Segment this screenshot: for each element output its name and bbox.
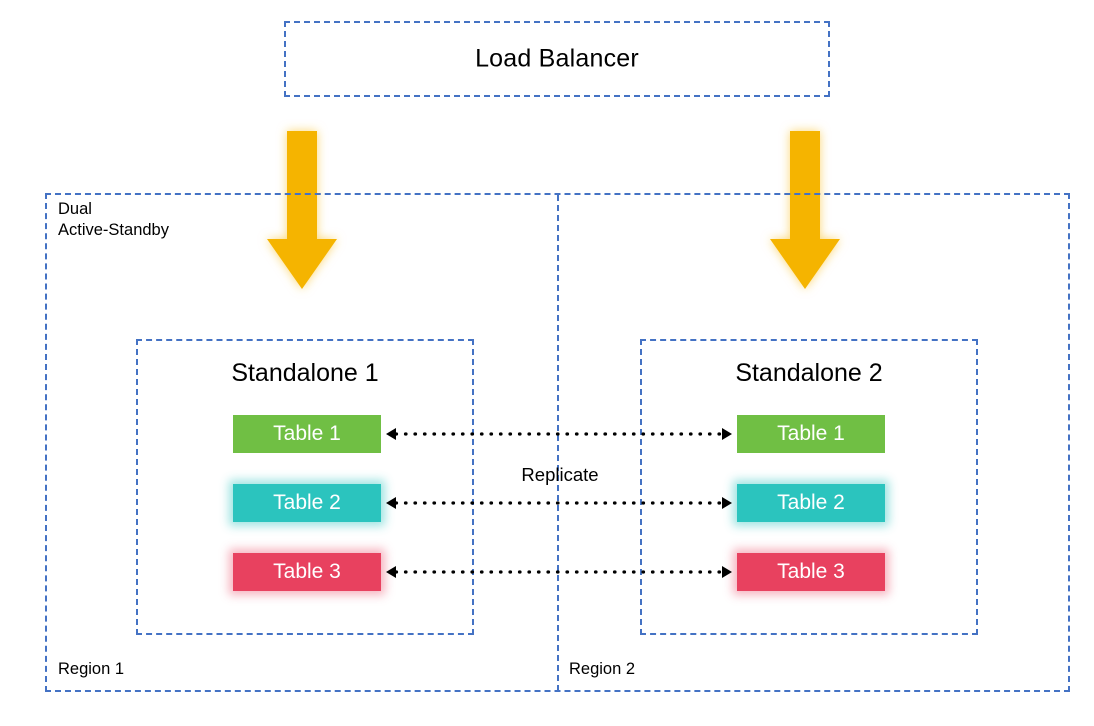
region-2-label: Region 2 xyxy=(569,660,636,678)
standalone-1-table-2[interactable]: Table 2 xyxy=(233,484,381,522)
dual-active-standby-label: Dual Active-Standby xyxy=(58,200,169,239)
standalone-2-table-3[interactable]: Table 3 xyxy=(737,553,885,591)
replicate-label: Replicate xyxy=(521,464,599,485)
standalone-1-title: Standalone 1 xyxy=(231,359,379,387)
load-balancer-label: Load Balancer xyxy=(475,44,639,73)
load-balancer-box: Load Balancer xyxy=(284,21,830,97)
standalone-1-box: Standalone 1 xyxy=(136,339,474,635)
region-1-label: Region 1 xyxy=(58,660,125,678)
standalone-2-box: Standalone 2 xyxy=(640,339,978,635)
traffic-down-arrow-icon xyxy=(267,131,337,289)
standalone-2-title: Standalone 2 xyxy=(735,359,883,387)
standalone-1-table-3[interactable]: Table 3 xyxy=(233,553,381,591)
dual-active-standby-region xyxy=(45,193,1070,692)
standalone-2-table-2[interactable]: Table 2 xyxy=(737,484,885,522)
standalone-2-table-1[interactable]: Table 1 xyxy=(737,415,885,453)
traffic-down-arrow-icon xyxy=(770,131,840,289)
standalone-1-table-1[interactable]: Table 1 xyxy=(233,415,381,453)
region-divider xyxy=(557,195,559,691)
